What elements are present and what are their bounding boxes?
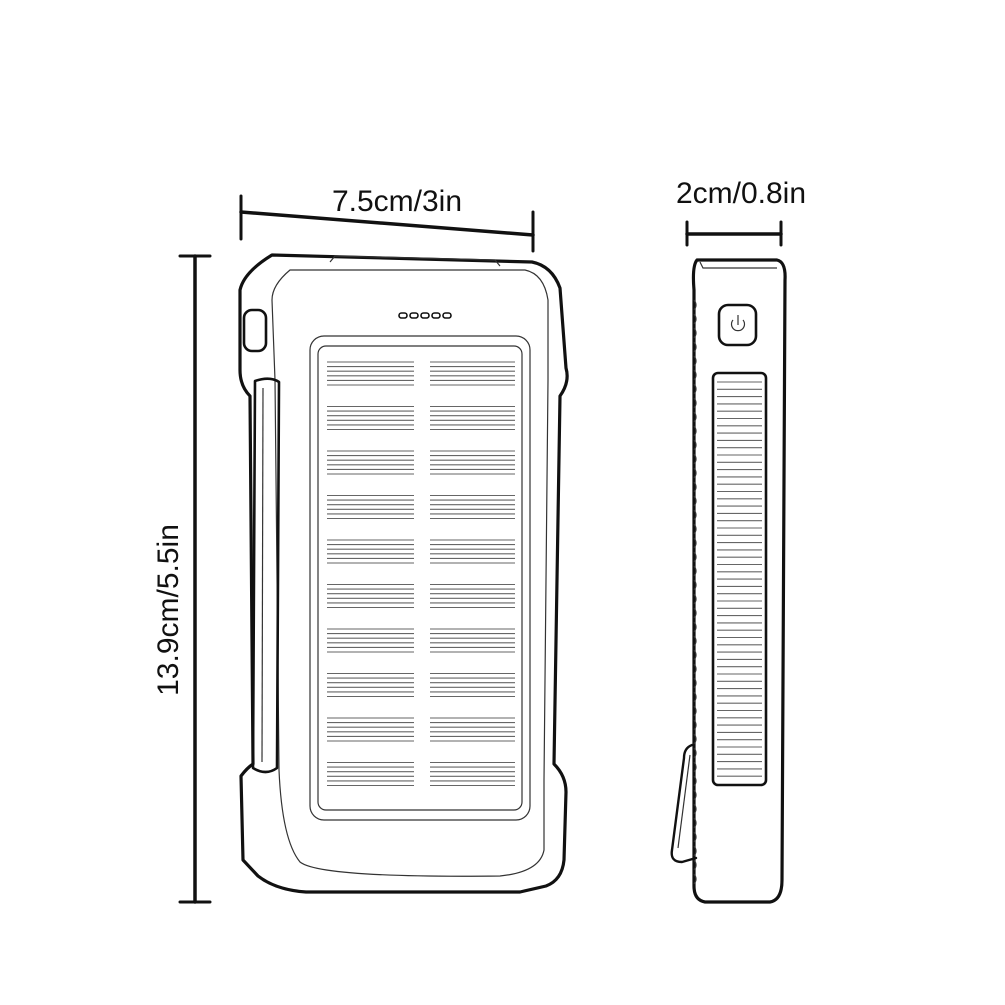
solar-panel-frame — [309, 335, 531, 821]
front-top-ridge — [329, 255, 501, 267]
power-button-body[interactable] — [717, 303, 758, 347]
width-label: 7.5cm/3in — [332, 185, 462, 218]
solar-panel-inner — [317, 345, 523, 811]
grip-rib — [693, 467, 697, 479]
solar-cells — [327, 361, 515, 787]
grip-rib — [693, 369, 697, 381]
grip-rib — [693, 299, 697, 311]
solar-cell — [327, 717, 414, 742]
grip-rib — [693, 761, 697, 773]
grip-rib — [693, 313, 697, 325]
solar-cell — [430, 405, 515, 431]
grip-rib — [693, 425, 697, 437]
grip-rib — [693, 747, 697, 759]
width-dimension-line — [239, 210, 535, 237]
side-carabiner-inner — [677, 754, 691, 849]
grip-rib — [693, 551, 697, 563]
front-view — [238, 253, 569, 894]
solar-cell — [430, 583, 515, 609]
grip-rib — [693, 621, 697, 633]
grip-rib — [693, 817, 697, 829]
solar-cell — [327, 494, 414, 520]
solar-cell — [327, 450, 414, 475]
solar-cell — [430, 672, 515, 698]
led-dot — [420, 312, 430, 319]
solar-cell — [430, 628, 515, 653]
grip-rib — [693, 537, 697, 549]
grip-rib — [693, 803, 697, 815]
solar-cell — [327, 539, 414, 564]
grip-rib — [693, 677, 697, 689]
power-button[interactable] — [717, 303, 758, 347]
grip-rib — [693, 411, 697, 423]
side-top-ridge — [699, 261, 777, 269]
grip-rib — [693, 495, 697, 507]
depth-label: 2cm/0.8in — [676, 177, 806, 210]
grip-rib — [693, 327, 697, 339]
power-icon — [730, 315, 746, 332]
grip-rib — [693, 565, 697, 577]
front-side-grip-inner — [261, 387, 264, 763]
grip-rib — [693, 845, 697, 857]
solar-cell — [430, 539, 515, 564]
solar-cell — [327, 405, 414, 431]
grip-rib — [693, 607, 697, 619]
grip-rib — [693, 523, 697, 535]
solar-cell — [430, 450, 515, 475]
side-view — [670, 258, 787, 904]
grip-rib — [693, 733, 697, 745]
grip-rib — [693, 649, 697, 661]
side-carabiner-clip — [670, 743, 698, 864]
side-solar-strip — [711, 371, 768, 787]
width-dimension: 7.5cm/3in — [239, 185, 535, 253]
grip-rib — [693, 719, 697, 731]
height-label: 13.9cm/5.5in — [152, 524, 185, 696]
led-indicator-row — [398, 312, 452, 319]
grip-rib — [693, 775, 697, 787]
solar-cell — [430, 761, 515, 787]
grip-rib — [693, 341, 697, 353]
height-dimension: 13.9cm/5.5in — [152, 254, 212, 904]
solar-cell — [327, 672, 414, 698]
grip-rib — [693, 873, 697, 885]
side-grip-ribs — [693, 299, 697, 885]
grip-rib — [693, 691, 697, 703]
led-dot — [398, 312, 408, 319]
led-dot — [409, 312, 419, 319]
grip-rib — [693, 859, 697, 871]
solar-cell — [327, 761, 414, 787]
side-solar-strip-lines — [717, 381, 762, 777]
grip-rib — [693, 355, 697, 367]
solar-cell — [430, 361, 515, 386]
solar-cell — [430, 494, 515, 520]
grip-rib — [693, 789, 697, 801]
led-dot — [442, 312, 452, 319]
solar-cell — [327, 361, 414, 386]
led-dot — [431, 312, 441, 319]
solar-cell — [327, 583, 414, 609]
grip-rib — [693, 579, 697, 591]
grip-rib — [693, 831, 697, 843]
grip-rib — [693, 453, 697, 465]
front-outer-shell — [238, 253, 569, 894]
front-face-plate — [271, 269, 549, 877]
front-side-grip — [251, 377, 281, 774]
grip-rib — [693, 439, 697, 451]
grip-rib — [693, 635, 697, 647]
front-usb-port — [242, 308, 268, 353]
depth-dimension: 2cm/0.8in — [676, 177, 806, 247]
grip-rib — [693, 383, 697, 395]
solar-cell — [327, 628, 414, 653]
grip-rib — [693, 397, 697, 409]
grip-rib — [693, 663, 697, 675]
side-outer-shell — [691, 258, 787, 904]
solar-cell — [430, 717, 515, 742]
grip-rib — [693, 593, 697, 605]
grip-rib — [693, 705, 697, 717]
grip-rib — [693, 481, 697, 493]
grip-rib — [693, 509, 697, 521]
